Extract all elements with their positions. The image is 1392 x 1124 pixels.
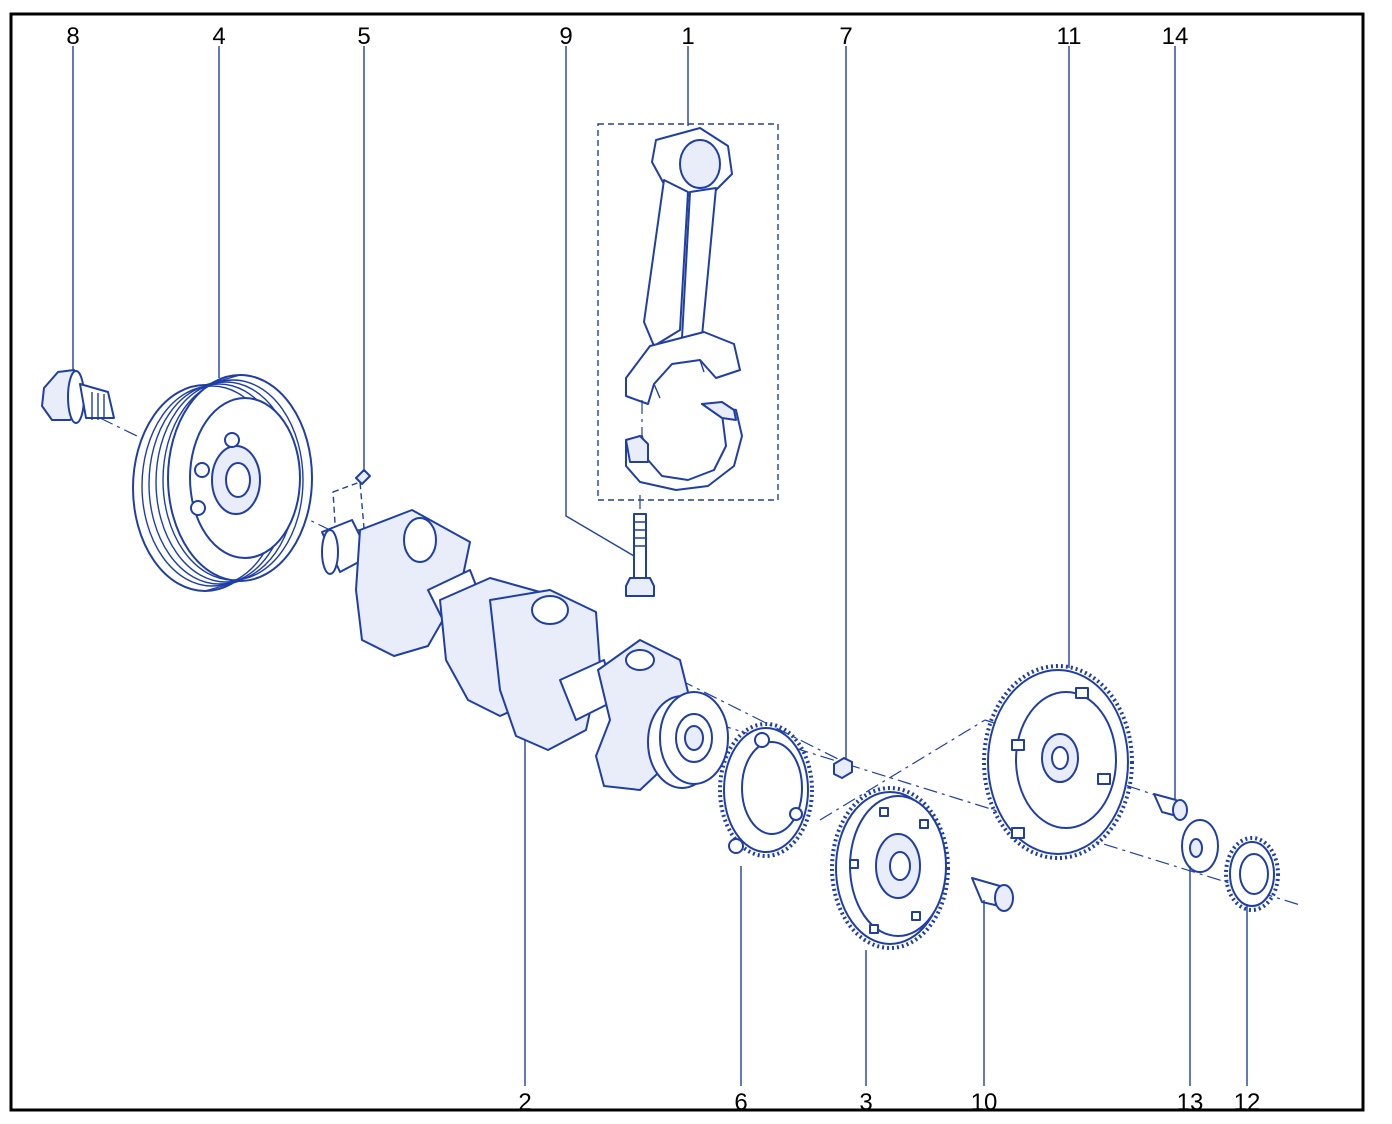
reinforcement-plate xyxy=(1224,836,1280,912)
callout-13: 13 xyxy=(1177,1089,1204,1116)
callout-5: 5 xyxy=(357,23,370,50)
reluctor-bolt xyxy=(833,757,853,779)
callout-2: 2 xyxy=(518,1089,531,1116)
callout-11: 11 xyxy=(1057,23,1082,50)
callouts-top: 8 4 5 9 1 7 11 14 xyxy=(66,23,1188,50)
callout-14: 14 xyxy=(1162,23,1189,50)
callout-10: 10 xyxy=(971,1089,998,1116)
drawing-frame xyxy=(9,12,1365,1112)
callout-7: 7 xyxy=(839,23,852,50)
connecting-rod-bolt xyxy=(625,513,655,597)
flexplate-bolt xyxy=(1153,793,1188,821)
connecting-rod-assembly xyxy=(597,123,779,501)
reluctor-ring xyxy=(718,722,814,858)
crankshaft-pulley xyxy=(132,374,313,592)
leader-lines xyxy=(72,46,1248,1086)
callout-9: 9 xyxy=(559,23,572,50)
flexplate xyxy=(982,664,1134,860)
callout-6: 6 xyxy=(734,1089,747,1116)
spacer-washer xyxy=(1181,819,1219,873)
pulley-bolt xyxy=(41,369,115,424)
crankshaft xyxy=(321,509,729,791)
callout-3: 3 xyxy=(859,1089,872,1116)
flywheel xyxy=(830,786,950,950)
flywheel-bolt xyxy=(971,877,1014,912)
callout-1: 1 xyxy=(681,23,694,50)
callout-4: 4 xyxy=(212,23,225,50)
callout-12: 12 xyxy=(1234,1089,1261,1116)
callouts-bottom: 2 6 3 10 13 12 xyxy=(518,1089,1260,1116)
callout-8: 8 xyxy=(66,23,79,50)
